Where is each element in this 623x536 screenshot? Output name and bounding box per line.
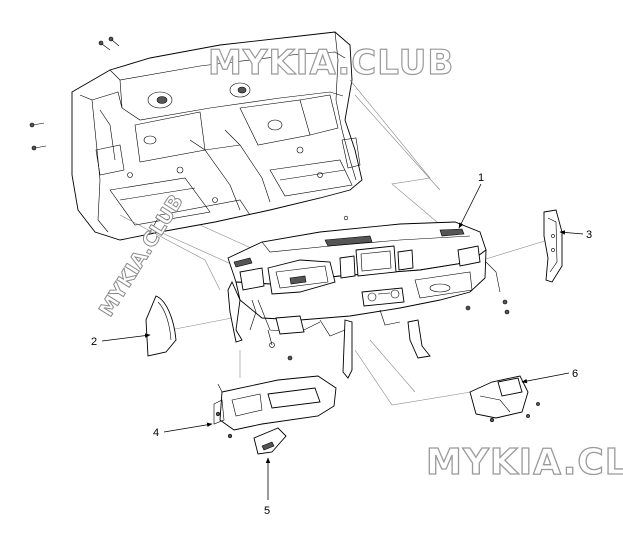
callout-1: 1	[458, 172, 484, 229]
lower-panel-part	[213, 375, 337, 439]
callout-4: 4	[153, 422, 213, 439]
callout-2: 2	[91, 333, 151, 348]
lower-panel-right-part	[469, 375, 540, 423]
mounting-bolts-top	[29, 36, 120, 151]
callout-6-label: 6	[572, 368, 578, 380]
watermark-bottom: MYKIA.CLUB	[426, 442, 623, 483]
watermark-top: MYKIA.CLUB	[208, 43, 454, 83]
body-frame-illustration	[71, 31, 363, 241]
lower-panel-cover-part	[253, 427, 287, 455]
side-cover-left-part	[145, 295, 177, 357]
callout-5: 5	[264, 457, 271, 517]
callout-1-label: 1	[478, 172, 484, 184]
callout-4-label: 4	[153, 427, 159, 439]
callout-2-label: 2	[91, 336, 97, 348]
crash-pad-assembly	[227, 215, 510, 379]
callout-3-label: 3	[586, 229, 592, 241]
side-cover-right-part	[543, 209, 563, 283]
callout-5-label: 5	[264, 505, 270, 517]
callout-3: 3	[559, 229, 592, 241]
callout-6: 6	[521, 368, 578, 384]
